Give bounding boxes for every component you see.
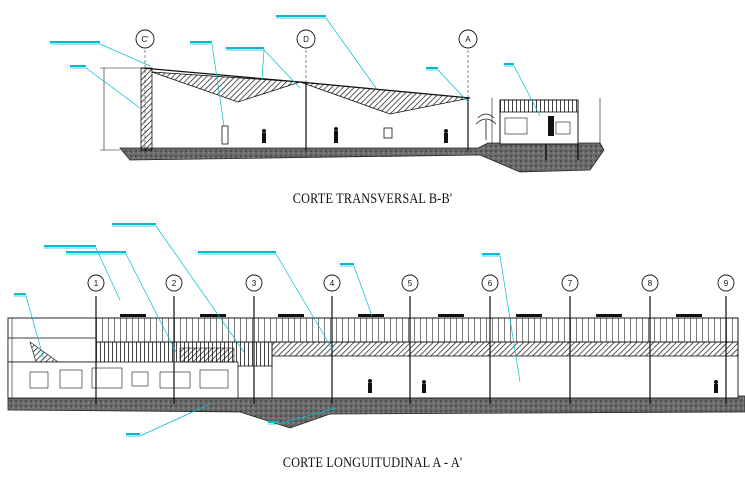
tree-icon <box>475 113 497 140</box>
axis-label: A <box>465 35 471 44</box>
axes-longitudinal: 1 2 3 4 5 6 7 8 9 <box>87 274 735 292</box>
section-title-transversal: CORTE TRANSVERSAL B-B' <box>292 191 453 207</box>
axis-bubble <box>323 274 341 292</box>
axis-label: 9 <box>724 279 729 288</box>
axis-label: 6 <box>488 279 493 288</box>
ground-transversal <box>119 142 605 173</box>
roof-truss-right <box>299 81 471 115</box>
axis-label: 1 <box>94 279 99 288</box>
door-transversal <box>221 125 229 145</box>
roof-truss-left <box>151 71 301 103</box>
annotation-leaders-longitudinal <box>14 225 521 437</box>
roof-caps <box>120 314 702 317</box>
beam-band <box>271 341 739 357</box>
columns-longitudinal <box>95 296 727 404</box>
axis-bubble <box>87 274 105 292</box>
axis-bubble <box>458 29 478 49</box>
axis-bubble <box>641 274 659 292</box>
annotation-labels-transversal <box>50 15 514 69</box>
axis-label: D <box>303 35 309 44</box>
left-column <box>140 67 153 151</box>
axis-bubble <box>561 274 579 292</box>
axis-label: 3 <box>252 279 257 288</box>
axis-bubble <box>135 29 155 49</box>
section-longitudinal <box>7 223 745 437</box>
human-figure <box>262 127 448 143</box>
section-title-longitudinal: CORTE LONGUITUDINAL A - A' <box>282 455 463 471</box>
axis-bubble <box>717 274 735 292</box>
section-transversal <box>50 15 605 173</box>
right-building <box>499 99 579 160</box>
facade-panels <box>95 317 739 343</box>
axis-bubble <box>481 274 499 292</box>
axis-label: C' <box>141 35 149 44</box>
axis-bubble <box>165 274 183 292</box>
human-figures-longitudinal <box>368 379 718 393</box>
axis-bubble <box>296 29 316 49</box>
annotation-leaders-transversal <box>50 17 541 127</box>
annotation-labels-longitudinal <box>14 223 500 435</box>
ground-longitudinal <box>7 395 745 429</box>
axis-label: 7 <box>568 279 573 288</box>
axes-transversal: C' D A <box>135 29 478 49</box>
axis-label: 5 <box>408 279 413 288</box>
axis-bubble <box>401 274 419 292</box>
left-rooms-furniture <box>29 367 229 389</box>
axis-label: 4 <box>330 279 335 288</box>
axis-label: 8 <box>648 279 653 288</box>
axis-label: 2 <box>172 279 177 288</box>
axis-bubble <box>245 274 263 292</box>
